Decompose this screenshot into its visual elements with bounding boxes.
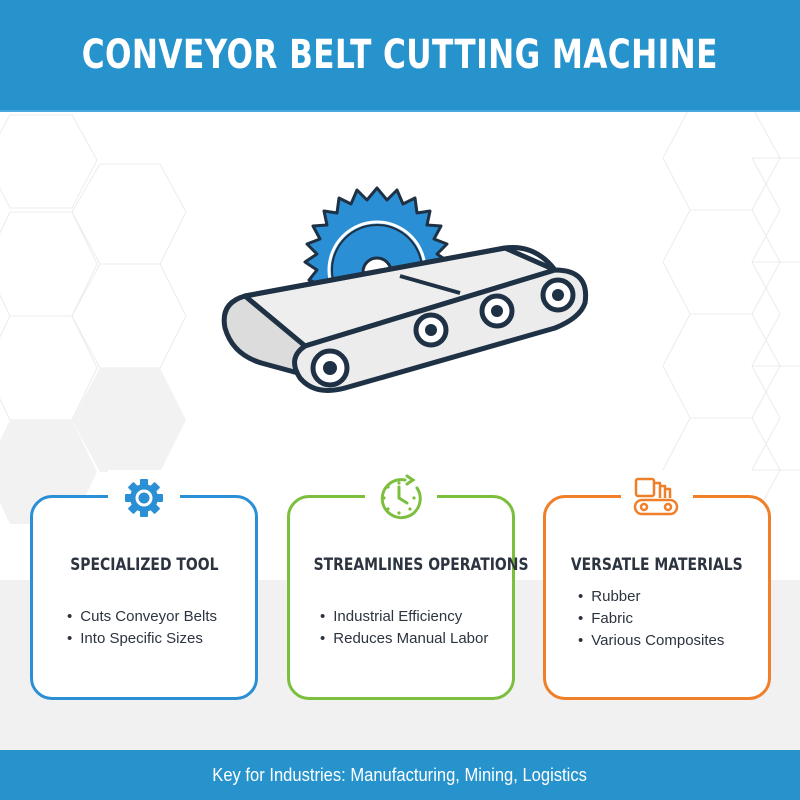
list-item: Various Composites [578,630,768,652]
material-rolls-conveyor-icon [633,477,679,516]
card-specialized-tool: SPECIALIZED TOOL Cuts Conveyor Belts Int… [30,470,258,700]
card-bullet-list: Rubber Fabric Various Composites [546,586,768,652]
clock-refresh-icon [380,474,422,520]
list-item: Rubber [578,586,768,608]
gear-icon [125,479,163,517]
page-title: CONVEYOR BELT CUTTING MACHINE [81,32,719,78]
list-item: Into Specific Sizes [67,628,255,650]
card-streamlines-operations: STREAMLINES OPERATIONS Industrial Effici… [287,470,529,700]
list-item: Industrial Efficiency [320,606,512,628]
conveyor-rollers [310,277,576,388]
list-item: Fabric [578,608,768,630]
footer-text: Key for Industries: Manufacturing, Minin… [212,764,588,785]
card-bullet-list: Industrial Efficiency Reduces Manual Lab… [290,606,512,650]
header-banner: CONVEYOR BELT CUTTING MACHINE [0,0,800,112]
conveyor-saw-icon [221,186,589,393]
list-item: Reduces Manual Labor [320,628,512,650]
conveyor-belt-icon [221,244,589,393]
card-title: STREAMLINES OPERATIONS [313,555,529,575]
card-title: SPECIALIZED TOOL [69,555,219,575]
footer-banner: Key for Industries: Manufacturing, Minin… [0,750,800,800]
card-title: VERSATLE MATERIALS [571,555,743,575]
card-versatile-materials: VERSATLE MATERIALS Rubber Fabric Various… [543,470,771,700]
card-bullet-list: Cuts Conveyor Belts Into Specific Sizes [33,606,255,650]
list-item: Cuts Conveyor Belts [67,606,255,628]
